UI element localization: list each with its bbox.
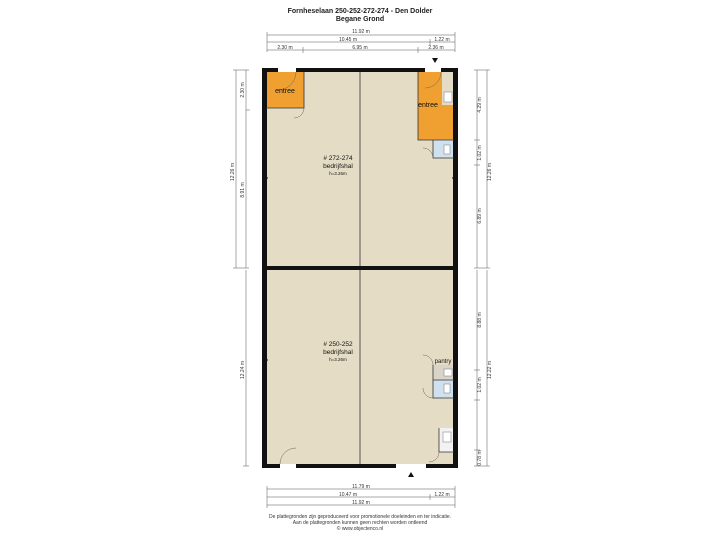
footer-disclaimer-1: De plattegronden zijn geproduceerd voor …	[268, 514, 452, 520]
dim-bottom-total: 11.92 m	[352, 500, 370, 506]
dim-left-inner-top: 2.30 m	[240, 82, 246, 97]
dim-top-c: 2.36 m	[428, 45, 443, 51]
left-dimensions	[233, 69, 250, 467]
lower-hall-name: bedrijfshal	[323, 349, 353, 356]
toilet-lower-room	[433, 380, 454, 398]
plan-address-title: Fornheselaan 250-252-272-274 - Den Dolde…	[287, 8, 433, 15]
entree-left-room	[266, 72, 304, 108]
dim-bottom-b-right: 1.22 m	[434, 492, 449, 498]
dim-right-a: 4.29 m	[477, 97, 483, 112]
lower-hall-height: h=3.26m	[329, 357, 347, 362]
entree-fixture	[443, 91, 453, 103]
lower-hall-number: # 250-252	[323, 341, 353, 348]
upper-hall-number: # 272-274	[323, 155, 353, 162]
upper-hall-name: bedrijfshal	[323, 163, 353, 170]
dim-left-inner-upper: 8.91 m	[240, 182, 246, 197]
dim-left-outer-upper: 12.26 m	[230, 163, 236, 181]
pantry-sink	[443, 368, 453, 377]
dim-top-mid: 10.45 m	[339, 37, 357, 43]
toilet-lower-fixture	[443, 383, 451, 394]
footer-disclaimer-2: Aan de plattegronden kunnen geen rechten…	[292, 520, 428, 526]
dim-right-f: 0.78 m	[477, 450, 483, 465]
dim-right-lower-total: 12.22 m	[487, 361, 493, 379]
dim-top-mid-right: 1.22 m	[434, 37, 449, 43]
upper-hall-height: h=3.26m	[329, 171, 347, 176]
dim-top-b: 6.95 m	[352, 45, 367, 51]
dim-right-upper-total: 12.26 m	[487, 163, 493, 181]
shower-fixture	[442, 431, 452, 443]
fixtures	[442, 91, 453, 443]
dim-left-lower: 12.24 m	[240, 361, 246, 379]
dim-right-d: 8.88 m	[477, 312, 483, 327]
dim-bottom-b: 10.47 m	[339, 492, 357, 498]
entree-right-room-ext	[442, 105, 454, 140]
door-swings	[277, 71, 442, 465]
door-openings	[278, 68, 441, 468]
dim-bottom-a: 11.79 m	[352, 484, 370, 490]
entree-right-room	[418, 72, 442, 140]
toilet-upper-room	[433, 140, 454, 158]
entry-arrow-top-icon	[432, 58, 438, 63]
entree-left-label: entree	[275, 88, 295, 95]
toilet-upper-fixture	[443, 144, 451, 155]
top-dimensions	[266, 32, 456, 53]
entree-right-label: entree	[418, 102, 438, 109]
dim-top-total: 11.92 m	[352, 29, 370, 35]
footer-copyright: © www.objectenco.nl	[336, 526, 384, 532]
bottom-dimensions	[266, 486, 456, 508]
plan-floor-title: Begane Grond	[335, 16, 385, 23]
dim-top-a: 2.30 m	[277, 45, 292, 51]
pantry-label: pantry	[435, 359, 452, 365]
dim-right-e: 1.02 m	[477, 377, 483, 392]
right-dimensions	[474, 69, 490, 467]
window-marks	[264, 69, 456, 467]
entry-arrow-bottom-icon	[408, 472, 414, 477]
dim-right-c: 6.89 m	[477, 208, 483, 223]
dim-right-b: 1.02 m	[477, 145, 483, 160]
